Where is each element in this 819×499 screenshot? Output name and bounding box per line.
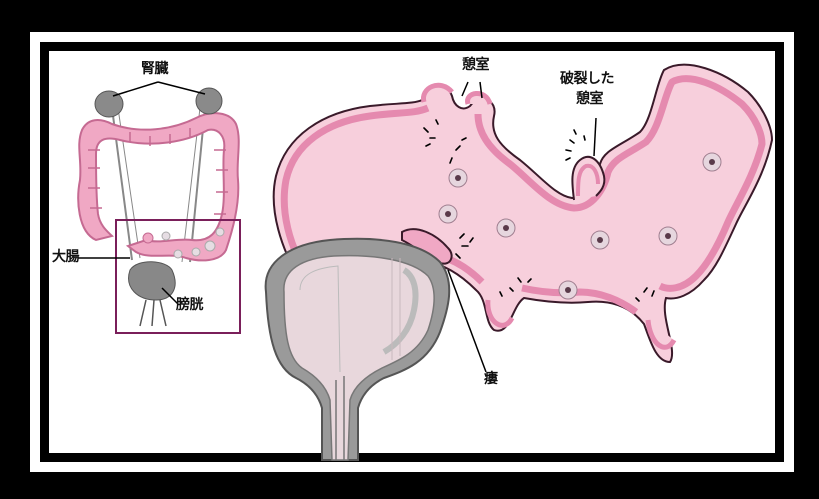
label-large-intestine: 大腸 bbox=[52, 250, 79, 265]
label-diverticula: 憩室 bbox=[462, 58, 489, 73]
label-fistula: 瘻 bbox=[484, 372, 498, 387]
label-kidneys: 腎臓 bbox=[141, 62, 168, 77]
label-ruptured-diverticulum-1: 破裂した bbox=[560, 72, 614, 87]
label-ruptured-diverticulum-2: 憩室 bbox=[576, 92, 603, 107]
kidney-right bbox=[196, 88, 222, 114]
label-bladder: 膀胱 bbox=[176, 298, 203, 313]
